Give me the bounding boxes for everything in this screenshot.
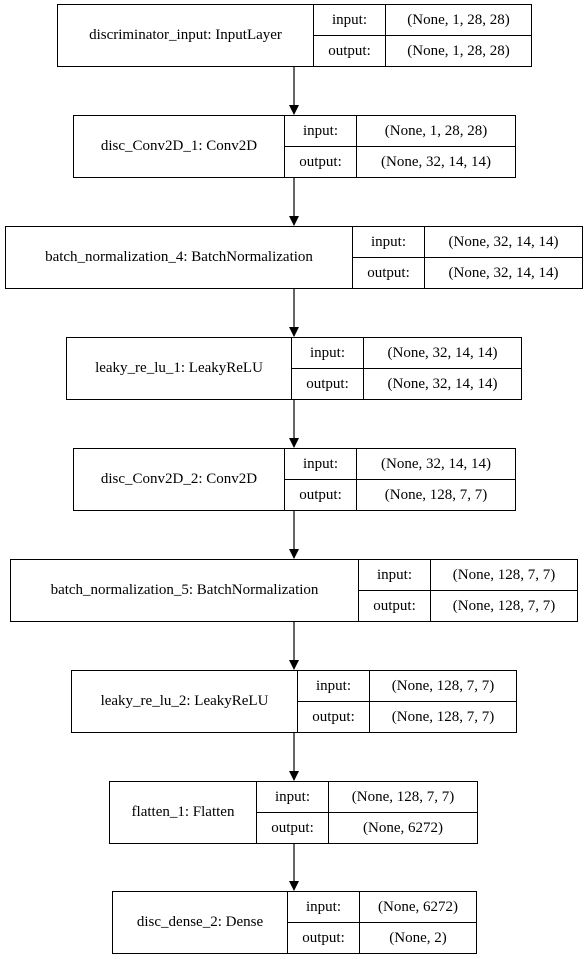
input-shape: (None, 128, 7, 7) [391, 677, 495, 694]
input-shape: (None, 32, 14, 14) [387, 344, 498, 361]
output-label: output: [298, 702, 370, 732]
output-label: output: [292, 369, 364, 399]
layer-name: leaky_re_lu_2: LeakyReLU [72, 671, 298, 732]
input-label: input: [298, 671, 370, 701]
input-label: input: [292, 338, 364, 368]
output-label: output: [285, 147, 357, 177]
input-shape: (None, 32, 14, 14) [448, 233, 559, 250]
layer-node-flatten-1: flatten_1: Flatten input: (None, 128, 7,… [109, 781, 478, 844]
input-shape: (None, 6272) [378, 898, 458, 915]
input-label: input: [359, 560, 431, 590]
output-shape: (None, 32, 14, 14) [448, 264, 559, 281]
output-shape: (None, 6272) [363, 819, 443, 836]
output-label: output: [288, 923, 360, 953]
output-label: output: [359, 591, 431, 621]
input-label: input: [285, 449, 357, 479]
input-label: input: [288, 892, 360, 922]
input-shape: (None, 32, 14, 14) [381, 455, 491, 472]
input-label: input: [314, 5, 386, 35]
output-shape: (None, 128, 7, 7) [384, 486, 488, 503]
input-label: input: [257, 782, 329, 812]
input-shape: (None, 1, 28, 28) [407, 11, 510, 28]
output-label: output: [257, 813, 329, 843]
output-label: output: [353, 258, 425, 288]
input-label: input: [353, 227, 425, 257]
layer-node-disc-dense-2: disc_dense_2: Dense input: (None, 6272) … [112, 891, 477, 954]
output-shape: (None, 2) [389, 929, 447, 946]
layer-node-leaky-re-lu-2: leaky_re_lu_2: LeakyReLU input: (None, 1… [71, 670, 517, 733]
layer-name: batch_normalization_4: BatchNormalizatio… [6, 227, 353, 288]
layer-name: disc_Conv2D_1: Conv2D [74, 116, 285, 177]
output-shape: (None, 128, 7, 7) [391, 708, 495, 725]
output-shape: (None, 32, 14, 14) [381, 153, 491, 170]
output-shape: (None, 1, 28, 28) [407, 42, 510, 59]
output-label: output: [285, 480, 357, 510]
layer-name: disc_Conv2D_2: Conv2D [74, 449, 285, 510]
output-label: output: [314, 36, 386, 66]
input-shape: (None, 128, 7, 7) [452, 566, 556, 583]
input-shape: (None, 1, 28, 28) [384, 122, 488, 139]
input-shape: (None, 128, 7, 7) [351, 788, 455, 805]
layer-node-disc-conv2d-2: disc_Conv2D_2: Conv2D input: (None, 32, … [73, 448, 516, 511]
layer-node-batch-normalization-5: batch_normalization_5: BatchNormalizatio… [10, 559, 578, 622]
layer-name: discriminator_input: InputLayer [58, 5, 314, 66]
layer-node-leaky-re-lu-1: leaky_re_lu_1: LeakyReLU input: (None, 3… [66, 337, 522, 400]
layer-node-discriminator-input: discriminator_input: InputLayer input: (… [57, 4, 532, 67]
layer-name: disc_dense_2: Dense [113, 892, 288, 953]
layer-node-batch-normalization-4: batch_normalization_4: BatchNormalizatio… [5, 226, 583, 289]
layer-name: flatten_1: Flatten [110, 782, 257, 843]
layer-name: leaky_re_lu_1: LeakyReLU [67, 338, 292, 399]
output-shape: (None, 128, 7, 7) [452, 597, 556, 614]
output-shape: (None, 32, 14, 14) [387, 375, 498, 392]
input-label: input: [285, 116, 357, 146]
layer-name: batch_normalization_5: BatchNormalizatio… [11, 560, 359, 621]
layer-node-disc-conv2d-1: disc_Conv2D_1: Conv2D input: (None, 1, 2… [73, 115, 516, 178]
